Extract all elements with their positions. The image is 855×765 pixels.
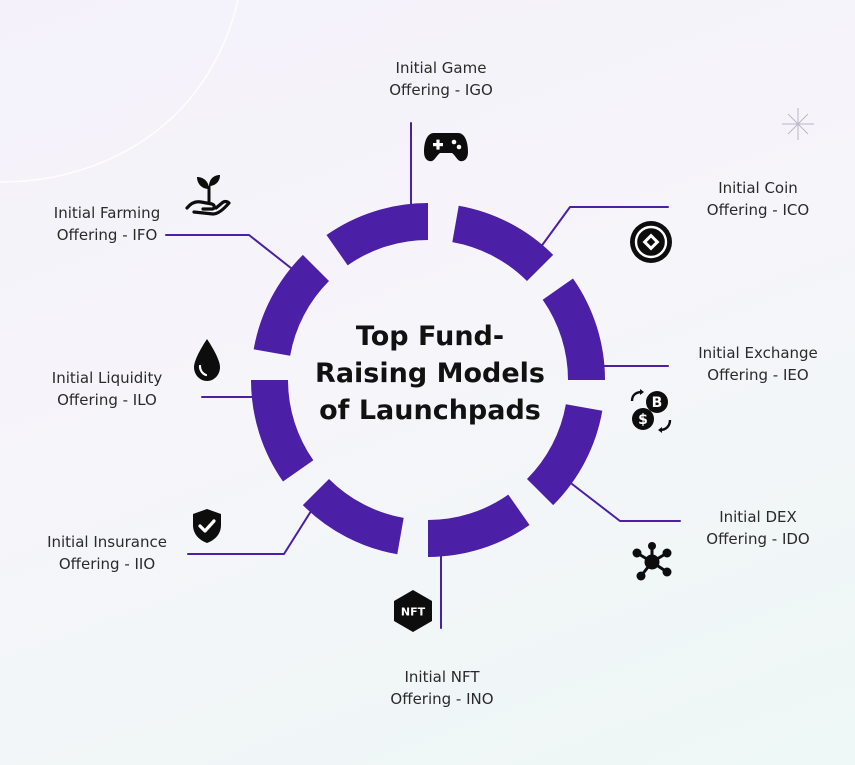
connector-ifo [165,234,297,273]
ring-segment-igo [452,205,554,282]
ring-segment-ico [542,278,605,380]
label-iio: Initial Insurance Offering - IIO [47,533,167,573]
center-title: Top Fund- Raising Models of Launchpads [300,318,560,429]
label-ico: Initial Coin Offering - ICO [706,179,810,219]
connector-ido [571,483,681,522]
center-title-line2: Raising Models [315,358,545,389]
shield-check-icon [191,508,223,544]
center-title-line3: of Launchpads [319,395,541,426]
nft-icon-text: NFT [401,606,426,619]
drop-icon [192,338,222,382]
svg-text:$: $ [638,412,648,428]
network-icon [631,542,673,582]
sparkle-icon [782,108,814,140]
label-ieo: Initial Exchange Offering - IEO [698,344,818,384]
ring-segments [251,203,605,557]
svg-text:B: B [652,395,663,411]
label-ilo: Initial Liquidity Offering - ILO [51,369,163,409]
ring-segment-ieo [526,404,603,506]
ring-segment-iio [251,380,314,482]
center-title-line1: Top Fund- [355,321,505,352]
ring-segment-ilo [253,254,330,356]
ring-segment-ino [302,478,404,555]
gamepad-icon [424,128,468,164]
connector-iio [187,499,319,555]
label-ino: Initial NFT Offering - INO [390,668,494,708]
coin-icon [629,220,673,264]
label-igo: Initial Game Offering - IGO [389,59,493,99]
ring-segment-ifo [326,203,428,266]
currency-exchange-icon: B $ [629,389,673,433]
connector-ico [534,206,669,256]
label-ifo: Initial Farming Offering - IFO [53,204,161,244]
ring-segment-ido [428,494,530,557]
plant-hand-icon [185,172,231,218]
label-ido: Initial DEX Offering - IDO [706,508,810,548]
nft-hexagon-icon: NFT [393,589,433,633]
